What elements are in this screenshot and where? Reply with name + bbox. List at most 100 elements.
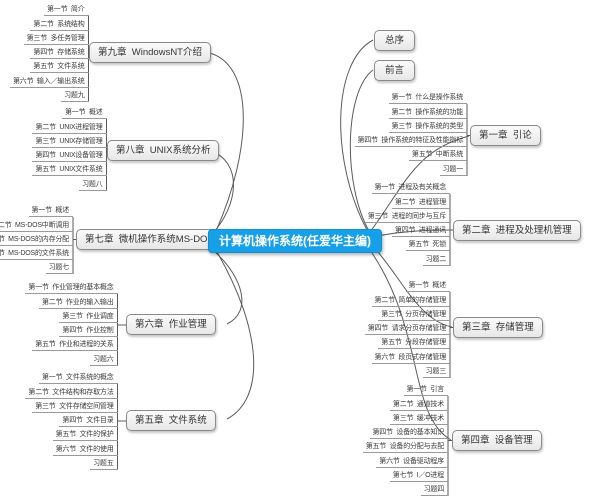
section-topic[interactable]: 第五节 死锁 xyxy=(405,237,450,252)
chapter-node-4[interactable]: 第四章 设备管理 xyxy=(452,430,542,451)
section-topic[interactable]: 第一节 概述 xyxy=(405,278,450,293)
section-topic[interactable]: 第二节 作业的输入输出 xyxy=(39,294,118,309)
section-topic[interactable]: 第四节 UNIX设备管理 xyxy=(32,148,107,163)
section-topic[interactable]: 第四节 进程通讯 xyxy=(391,223,450,238)
section-topic-label: 第三节 文件存储空间管理 xyxy=(32,402,118,413)
section-topic[interactable]: 第四节 设备的基本知识 xyxy=(369,425,448,440)
section-topic-label: 习题五 xyxy=(90,459,118,471)
section-topic[interactable]: 第七节 I／O进程 xyxy=(389,468,448,483)
section-topic-label: 第五节 分段存储管理 xyxy=(378,338,450,350)
section-topic[interactable]: 习题二 xyxy=(422,251,450,266)
section-topic[interactable]: 习题九 xyxy=(61,88,89,103)
section-topic[interactable]: 第三节 操作系统的类型 xyxy=(388,119,467,133)
section-topic[interactable]: 第五节 分段存储管理 xyxy=(378,335,450,350)
chapter-node-1[interactable]: 第一章 引论 xyxy=(470,125,541,146)
section-topic[interactable]: 第三节 缓冲技术 xyxy=(389,411,448,425)
section-topic-label: 第五节 中断系统 xyxy=(408,150,467,162)
section-topic[interactable]: 习题八 xyxy=(79,176,107,191)
chapter-node-8[interactable]: 第八章 UNIX系统分析 xyxy=(107,140,220,161)
section-topic-label: 第五节 UNIX文件系统 xyxy=(32,165,107,177)
chapter-node-3[interactable]: 第三章 存储管理 xyxy=(453,317,543,338)
section-topic[interactable]: 第四节 请求分页存储管理 xyxy=(364,321,450,336)
section-topic[interactable]: 第三节 UNIX存储管理 xyxy=(32,134,107,148)
section-topic[interactable]: 第五节 作业和进程的关系 xyxy=(32,337,118,352)
section-topic[interactable]: 第一节 什么是操作系统 xyxy=(388,90,467,105)
section-topic[interactable]: 第五节 中断系统 xyxy=(408,147,467,162)
preface-node-qianyan[interactable]: 前言 xyxy=(374,60,416,81)
section-topic[interactable]: 习题五 xyxy=(90,456,118,471)
section-topic[interactable]: 第一节 概述 xyxy=(28,203,73,218)
branch-curve-ch9 xyxy=(205,51,244,232)
section-topic[interactable]: 第五节 设备的分配与去配 xyxy=(362,439,448,454)
section-topic-label: 习题二 xyxy=(422,255,450,266)
section-topic[interactable]: 第一节 作业管理的基本概念 xyxy=(25,280,118,295)
central-topic[interactable]: 计算机操作系统(任爱华主编) xyxy=(208,229,382,253)
section-topic[interactable]: 第二节 通道技术 xyxy=(389,396,448,411)
sections-ch6: 第一节 作业管理的基本概念第二节 作业的输入输出第三节 作业调度第四节 作业控制… xyxy=(25,280,118,366)
section-topic-label: 第六节 文件的使用 xyxy=(52,445,118,456)
sections-ch1: 第一节 什么是操作系统第二节 操作系统的功能第三节 操作系统的类型第四节 操作系… xyxy=(354,90,467,176)
section-topic[interactable]: 第六节 段页式存储管理 xyxy=(371,349,450,364)
section-topic-label: 第四节 进程通讯 xyxy=(391,226,450,238)
section-topic[interactable]: 习题三 xyxy=(422,364,450,379)
section-topic[interactable]: 第六节 文件的使用 xyxy=(52,441,118,456)
sections-ch8: 第一节 概述第二节 UNIX进程管理第三节 UNIX存储管理第四节 UNIX设备… xyxy=(32,105,107,191)
section-topic[interactable]: 第四节 文件目录 xyxy=(59,413,118,428)
section-topic-label: 习题一 xyxy=(439,165,467,176)
chapter-node-7[interactable]: 第七章 微机操作系统MS-DOS xyxy=(76,229,223,250)
section-topic-label: 习题六 xyxy=(90,355,118,366)
section-topic[interactable]: 习题一 xyxy=(439,161,467,176)
section-topic[interactable]: 习题六 xyxy=(90,351,118,366)
section-topic[interactable]: 第三节 作业调度 xyxy=(59,309,118,323)
section-topic[interactable]: 习题四 xyxy=(420,482,448,497)
section-topic[interactable]: 第一节 进程及有关概念 xyxy=(371,180,450,195)
section-topic-label: 第一节 什么是操作系统 xyxy=(388,93,467,105)
branch-curve-qianyan xyxy=(349,69,374,232)
section-topic[interactable]: 第六节 设备驱动程序 xyxy=(376,453,448,468)
section-topic-label: 第五节 文件的保护 xyxy=(52,430,118,442)
preface-node-zongxu[interactable]: 总序 xyxy=(374,30,416,51)
section-topic[interactable]: 第二节 文件结构和存取方法 xyxy=(25,384,118,399)
section-topic[interactable]: 第二节 简单的存储管理 xyxy=(371,292,450,307)
section-topic-label: 习题四 xyxy=(420,485,448,497)
sections-ch5: 第一节 文件系统的概念第二节 文件结构和存取方法第三节 文件存储空间管理第四节 … xyxy=(25,370,118,471)
section-topic[interactable]: 第四节 MS-DOS的文件系统 xyxy=(0,246,73,261)
section-topic[interactable]: 第六节 输入／输出系统 xyxy=(10,73,89,88)
section-topic[interactable]: 第三节 分页存储管理 xyxy=(378,307,450,321)
section-topic-label: 第一节 简介 xyxy=(44,5,89,17)
section-topic-label: 第三节 分页存储管理 xyxy=(378,310,450,321)
section-topic-label: 习题七 xyxy=(45,263,73,275)
section-topic[interactable]: 第五节 文件的保护 xyxy=(52,427,118,442)
section-topic[interactable]: 第三节 文件存储空间管理 xyxy=(32,399,118,413)
section-topic[interactable]: 第二节 操作系统的功能 xyxy=(388,104,467,119)
section-topic-label: 第三节 MS-DOS的内存分配 xyxy=(0,235,73,246)
section-topic[interactable]: 第三节 多任务管理 xyxy=(23,31,89,45)
chapter-node-5[interactable]: 第五章 文件系统 xyxy=(126,410,216,431)
section-topic[interactable]: 第五节 UNIX文件系统 xyxy=(32,162,107,177)
section-topic-label: 习题八 xyxy=(79,180,107,191)
section-topic[interactable]: 第二节 系统结构 xyxy=(30,16,89,31)
section-topic-label: 第四节 请求分页存储管理 xyxy=(364,324,450,336)
section-topic[interactable]: 第二节 进程管理 xyxy=(391,194,450,209)
section-topic-label: 第五节 死锁 xyxy=(405,240,450,252)
section-topic[interactable]: 第五节 文件系统 xyxy=(30,59,89,74)
section-topic[interactable]: 习题七 xyxy=(45,260,73,275)
section-topic-label: 第四节 操作系统的特征及性能指标 xyxy=(354,136,467,148)
section-topic[interactable]: 第一节 简介 xyxy=(44,2,89,17)
section-topic[interactable]: 第一节 文件系统的概念 xyxy=(39,370,118,385)
section-topic[interactable]: 第四节 作业控制 xyxy=(59,323,118,338)
chapter-node-6[interactable]: 第六章 作业管理 xyxy=(126,314,216,335)
section-topic[interactable]: 第一节 概述 xyxy=(62,105,107,120)
section-topic[interactable]: 第三节 MS-DOS的内存分配 xyxy=(0,232,73,246)
section-topic-label: 第二节 操作系统的功能 xyxy=(388,108,467,119)
section-topic[interactable]: 第一节 引言 xyxy=(403,382,448,397)
chapter-node-9[interactable]: 第九章 WindowsNT介绍 xyxy=(89,42,211,63)
section-topic[interactable]: 第四节 存储系统 xyxy=(30,45,89,60)
chapter-node-2[interactable]: 第二章 进程及处理机管理 xyxy=(453,220,581,241)
section-topic[interactable]: 第三节 进程的同步与互斥 xyxy=(364,209,450,223)
section-topic[interactable]: 第二节 MS-DOS中断调用 xyxy=(0,217,73,232)
section-topic[interactable]: 第二节 UNIX进程管理 xyxy=(32,119,107,134)
section-topic-label: 第三节 作业调度 xyxy=(59,312,118,323)
section-topic[interactable]: 第四节 操作系统的特征及性能指标 xyxy=(354,133,467,148)
